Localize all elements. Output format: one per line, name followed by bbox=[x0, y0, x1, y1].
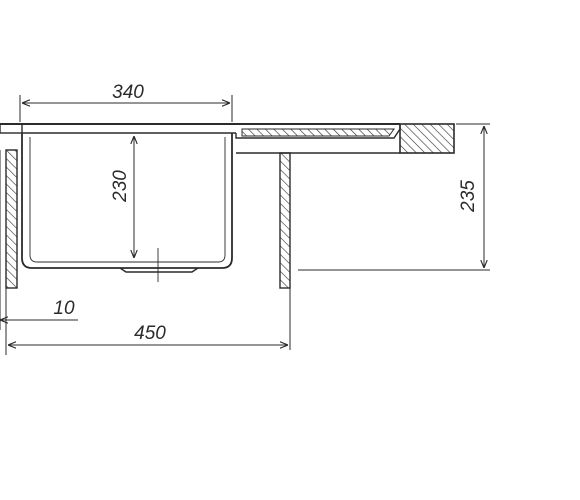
dimension-cabinet-width: 450 bbox=[8, 323, 288, 345]
bowl-depth-label: 230 bbox=[110, 170, 131, 203]
cabinet-left-wall bbox=[0, 149, 18, 355]
cabinet-right-wall bbox=[279, 152, 291, 350]
dimension-bowl-width: 340 bbox=[19, 82, 233, 122]
countertop-left-edge bbox=[0, 123, 23, 134]
drain-outlet bbox=[119, 248, 199, 282]
dimension-bowl-depth: 230 bbox=[110, 136, 134, 258]
countertop-right-section bbox=[236, 123, 455, 154]
dimension-wall-thickness: 10 bbox=[0, 298, 78, 320]
dimension-total-height: 235 bbox=[298, 123, 490, 271]
drainboard-hatched bbox=[241, 128, 395, 137]
sink-bowl bbox=[21, 133, 233, 269]
total-height-label: 235 bbox=[458, 180, 479, 213]
cabinet-width-label: 450 bbox=[134, 323, 166, 344]
wall-thickness-label: 10 bbox=[53, 298, 75, 319]
bowl-width-label: 340 bbox=[112, 82, 144, 103]
